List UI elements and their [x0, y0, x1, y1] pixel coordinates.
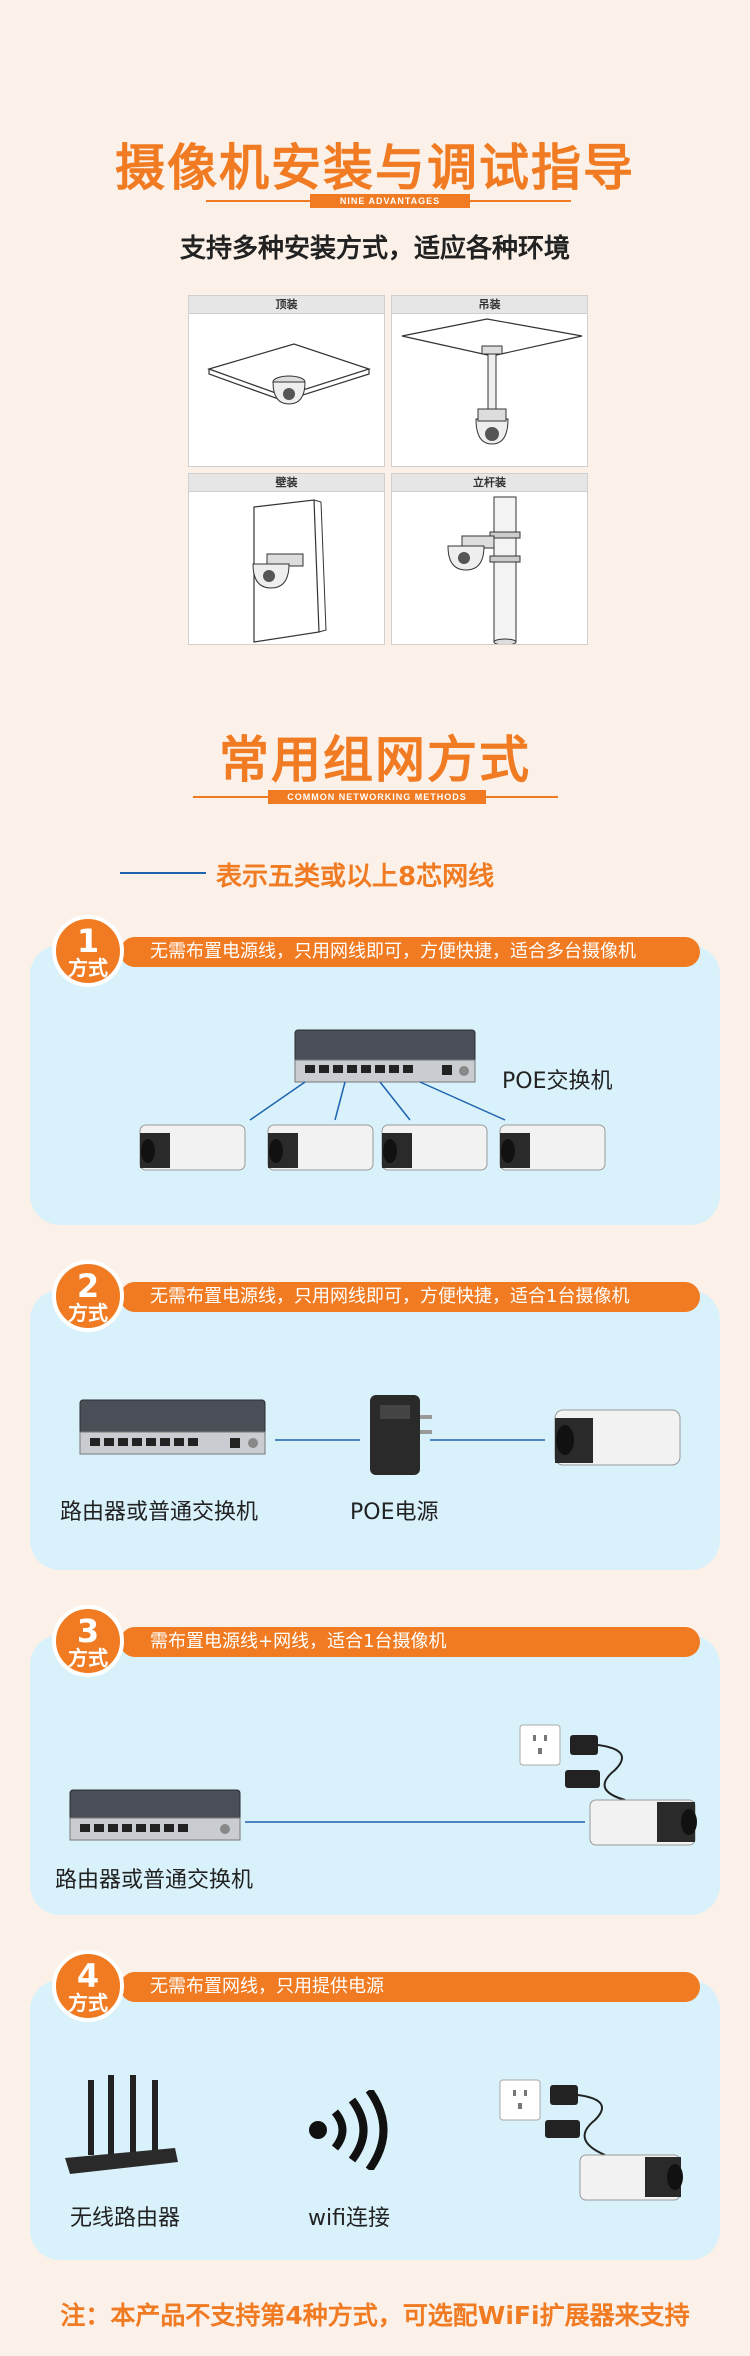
- cable-legend: 表示五类或以上8芯网线: [120, 856, 640, 892]
- poe-power-caption: POE电源: [350, 1500, 439, 1525]
- network-title: 常用组网方式: [219, 731, 531, 789]
- method-4-bar: 无需布置网线，只用提供电源: [120, 1972, 700, 2002]
- router-caption: 路由器或普通交换机: [60, 1500, 259, 1525]
- method-4-panel: [30, 1980, 720, 2260]
- wall-mount-illustration: [252, 499, 327, 643]
- pole-mount-illustration: [447, 496, 521, 644]
- install-title: 摄像机安装与调试指导: [115, 139, 635, 197]
- footer-note: 注：本产品不支持第4种方式，可选配WiFi扩展器来支持: [60, 2301, 690, 2330]
- ceiling-mount-illustration: [207, 343, 371, 405]
- method-number: 3: [76, 1612, 100, 1650]
- method-4-camera-diagram: [499, 2079, 683, 2201]
- method-number: 1: [76, 922, 100, 960]
- method-number: 2: [76, 1267, 100, 1305]
- install-cell-pendant: 吊装: [391, 295, 588, 467]
- network-tag: COMMON NETWORKING METHODS: [268, 790, 486, 804]
- method-1-diagram: [139, 1029, 606, 1171]
- wireless-router-caption: 无线路由器: [70, 2206, 181, 2231]
- install-cell-ceiling: 顶装: [188, 295, 385, 467]
- method-1-badge: 1 方式: [52, 915, 124, 987]
- method-2-diagram: [79, 1395, 681, 1475]
- method-label: 方式: [68, 1991, 108, 2015]
- method-label: 方式: [68, 1301, 108, 1325]
- method-label: 方式: [68, 1646, 108, 1670]
- method-1-bar: 无需布置电源线，只用网线即可，方便快捷，适合多台摄像机: [120, 937, 700, 967]
- install-subtitle: 支持多种安装方式，适应各种环境: [179, 234, 570, 264]
- method-number: 4: [76, 1957, 100, 1995]
- cell-label: 顶装: [189, 296, 384, 314]
- method-3-bar: 需布置电源线+网线，适合1台摄像机: [120, 1627, 700, 1657]
- wifi-icon: [309, 2090, 388, 2170]
- install-cell-pole: 立杆装: [391, 473, 588, 645]
- method-4-badge: 4 方式: [52, 1950, 124, 2022]
- cell-label: 壁装: [189, 474, 384, 492]
- wireless-router-icon: [65, 2075, 178, 2174]
- cell-label: 吊装: [392, 296, 587, 314]
- method-2-badge: 2 方式: [52, 1260, 124, 1332]
- method-label: 方式: [68, 956, 108, 980]
- install-grid: 顶装 吊装 壁装 立杆装: [188, 295, 588, 645]
- cable-line-sample: [120, 872, 206, 874]
- pendant-mount-illustration: [401, 318, 583, 445]
- wifi-caption: wifi连接: [308, 2206, 390, 2231]
- cable-legend-text: 表示五类或以上8芯网线: [216, 862, 495, 892]
- install-cell-wall: 壁装: [188, 473, 385, 645]
- method-2-bar: 无需布置电源线，只用网线即可，方便快捷，适合1台摄像机: [120, 1282, 700, 1312]
- method-3-diagram: [69, 1724, 697, 1846]
- method-3-panel: [30, 1635, 720, 1915]
- cell-label: 立杆装: [392, 474, 587, 492]
- poe-switch-caption: POE交换机: [502, 1069, 613, 1094]
- router-caption: 路由器或普通交换机: [55, 1868, 254, 1893]
- method-1-panel: [30, 945, 720, 1225]
- method-3-badge: 3 方式: [52, 1605, 124, 1677]
- install-tag: NINE ADVANTAGES: [310, 194, 470, 208]
